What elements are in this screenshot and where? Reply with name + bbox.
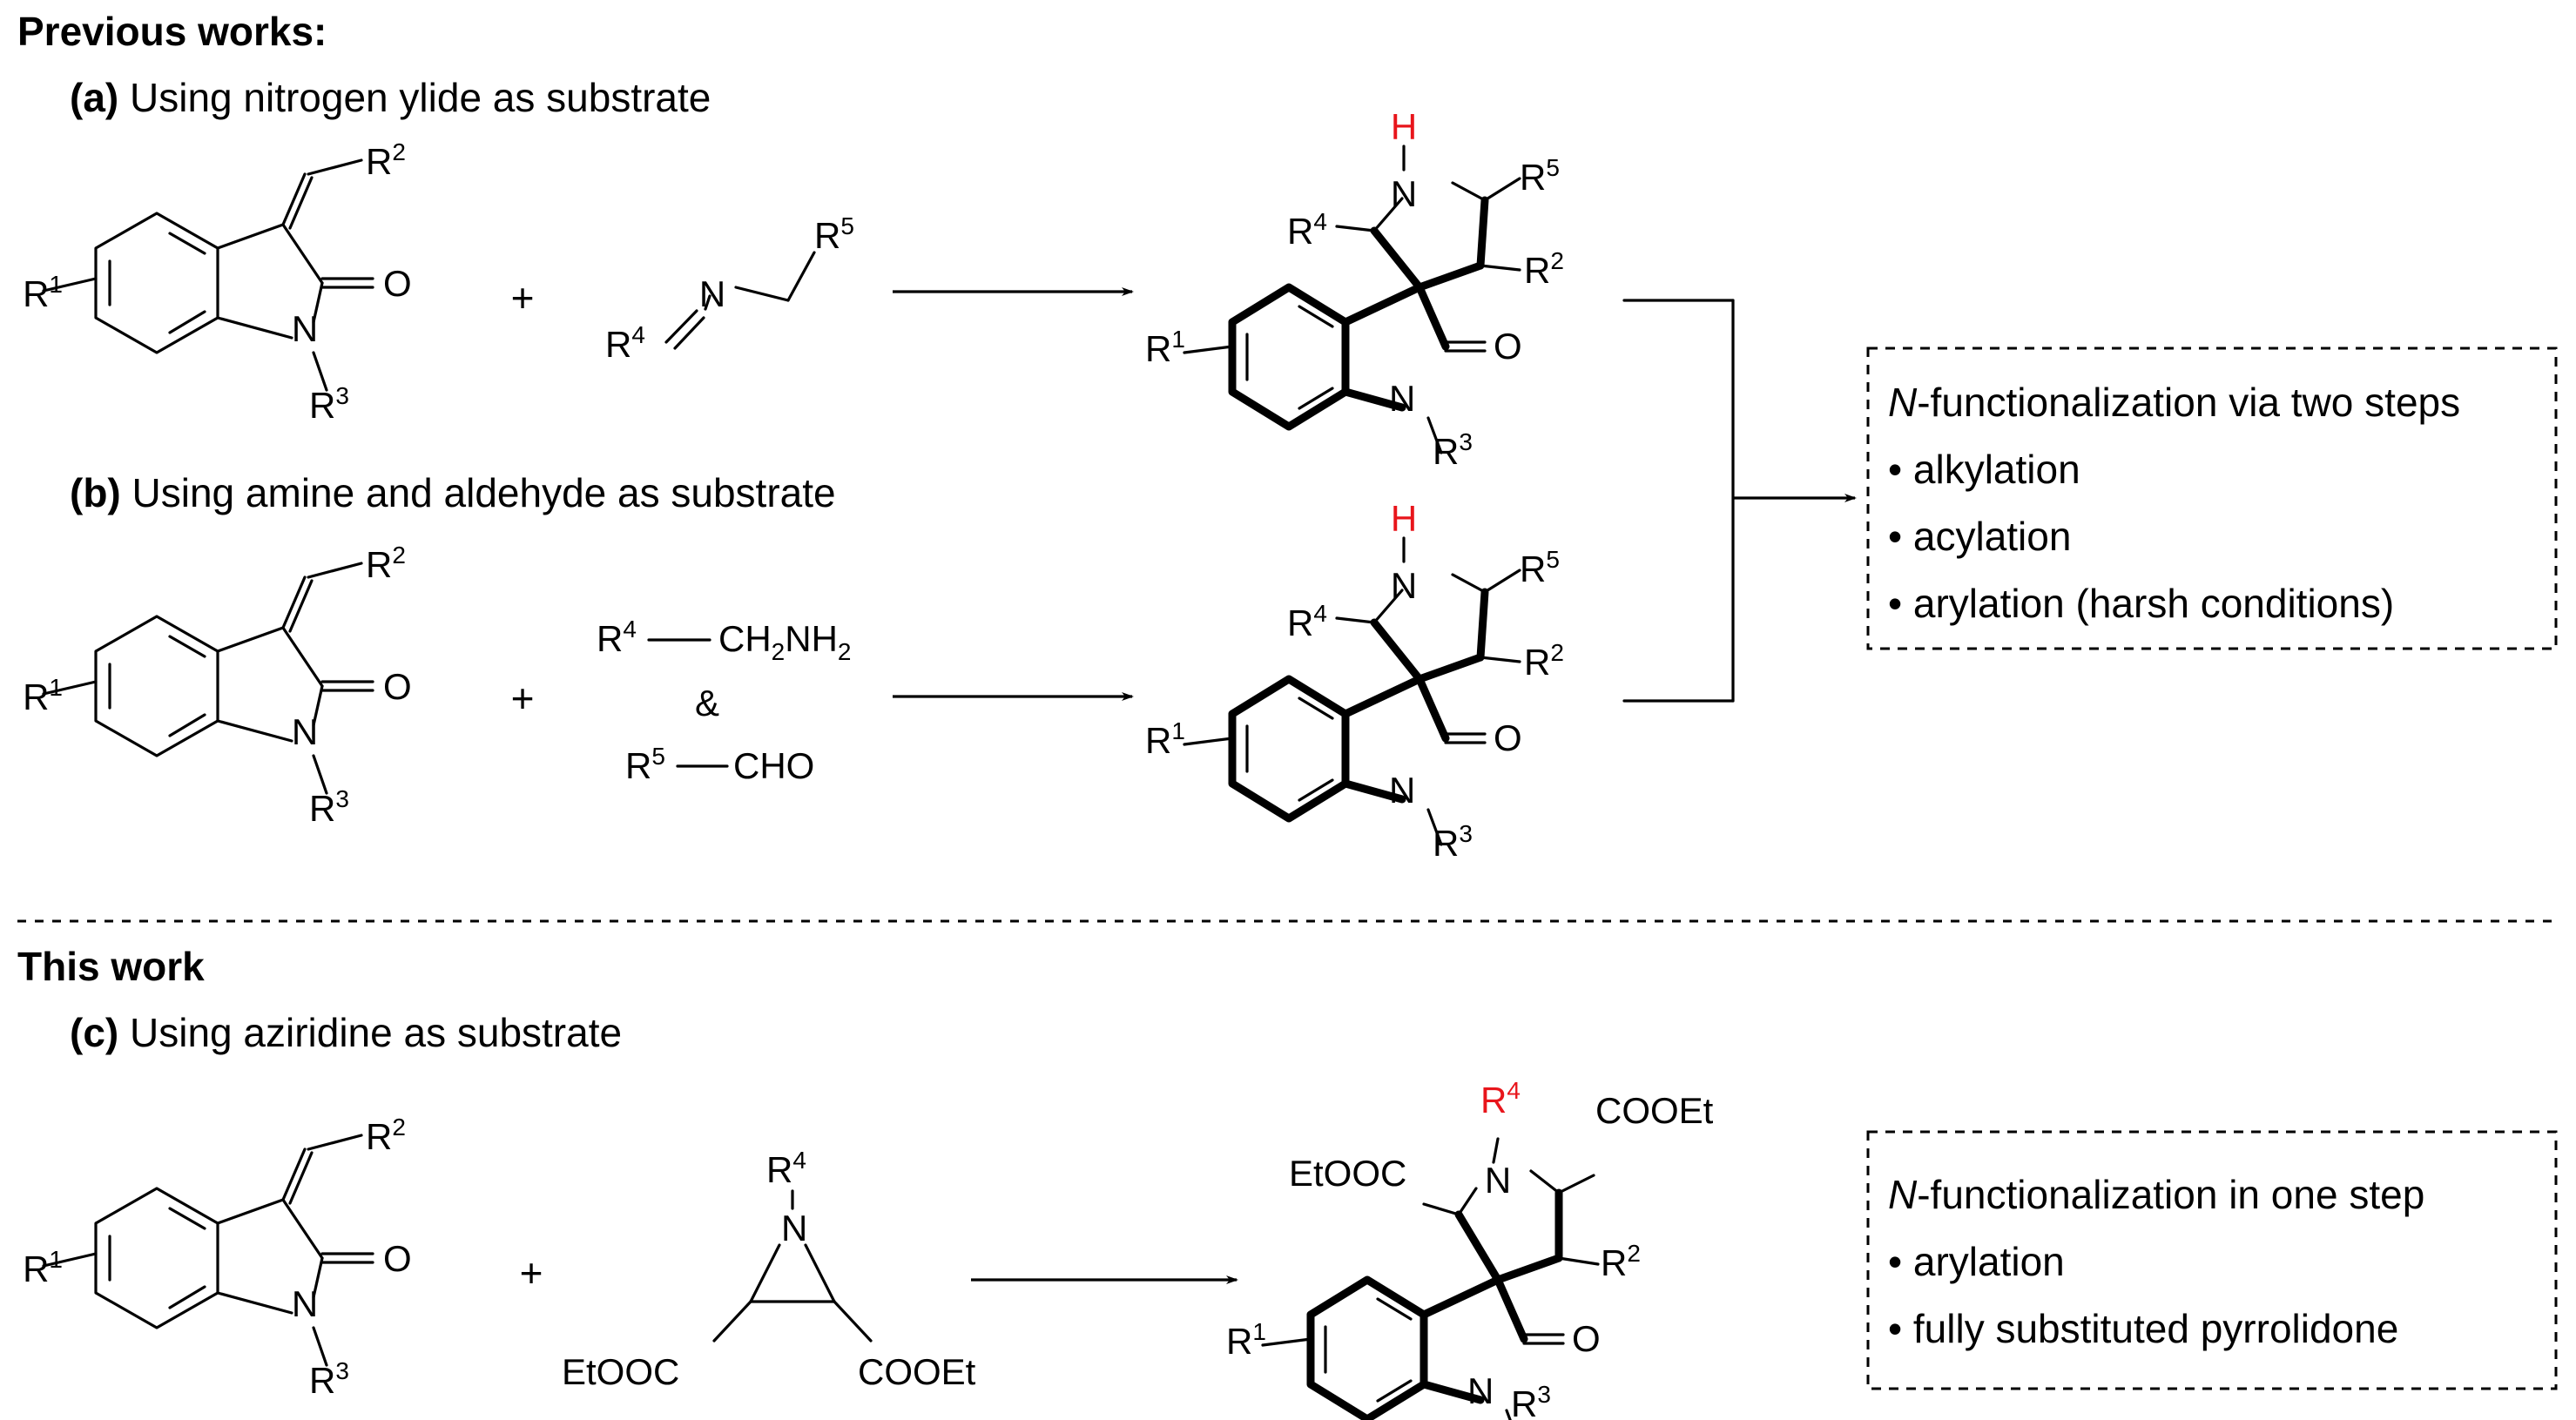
svg-text:R4: R4 xyxy=(1287,208,1327,252)
svg-text:R4: R4 xyxy=(766,1147,806,1190)
spiro-product-c: R1 O N R4 EtOOC COOEt R2 N R3 xyxy=(1226,1077,1714,1420)
svg-text:R5: R5 xyxy=(1520,546,1560,589)
svg-text:H: H xyxy=(1391,498,1417,539)
svg-text:R4: R4 xyxy=(597,616,637,659)
svg-text:N: N xyxy=(1485,1160,1511,1201)
svg-text:N: N xyxy=(1391,173,1417,214)
two-step-item: • arylation (harsh conditions) xyxy=(1888,581,2394,626)
svg-text:N: N xyxy=(1391,565,1417,606)
svg-text:N: N xyxy=(292,1283,318,1324)
svg-text:EtOOC: EtOOC xyxy=(1289,1153,1406,1194)
plus-sign-b: + xyxy=(511,676,535,721)
svg-text:R3: R3 xyxy=(1433,820,1473,864)
plus-sign-a: + xyxy=(511,275,535,320)
svg-text:R1: R1 xyxy=(1145,326,1185,369)
one-step-item: • fully substituted pyrrolidone xyxy=(1888,1306,2398,1351)
heading-this-work: This work xyxy=(17,944,205,989)
svg-text:N: N xyxy=(1389,770,1415,811)
two-step-title: N-functionalization via two steps xyxy=(1888,380,2460,425)
svg-text:R3: R3 xyxy=(1511,1381,1551,1420)
svg-text:N: N xyxy=(699,273,725,314)
svg-text:COOEt: COOEt xyxy=(1595,1090,1714,1131)
spiro-product-a: R1 O N H R4 R5 R2 N R3 xyxy=(1145,106,1564,472)
svg-text:R1: R1 xyxy=(1226,1318,1266,1362)
svg-text:R3: R3 xyxy=(309,382,349,426)
two-step-item: • acylation xyxy=(1888,514,2071,559)
svg-text:N: N xyxy=(1389,378,1415,419)
svg-text:R5: R5 xyxy=(1520,154,1560,198)
one-step-box: N-functionalization in one step • arylat… xyxy=(1866,1130,2558,1390)
svg-text:O: O xyxy=(1572,1318,1601,1359)
svg-text:R2: R2 xyxy=(366,1114,406,1157)
svg-text:R2: R2 xyxy=(366,138,406,182)
svg-text:R1: R1 xyxy=(1145,717,1185,761)
svg-text:CHO: CHO xyxy=(733,745,814,786)
svg-text:R2: R2 xyxy=(1524,247,1564,291)
oxindole-substrate-c: R1 O N R3 R2 xyxy=(23,1114,412,1401)
svg-text:R2: R2 xyxy=(366,542,406,585)
two-step-box: N-functionalization via two steps • alky… xyxy=(1866,347,2558,650)
svg-text:CH2NH2: CH2NH2 xyxy=(718,618,852,665)
oxindole-substrate-b: R1 O N R3 R2 xyxy=(23,542,412,829)
svg-text:R4: R4 xyxy=(1287,600,1327,643)
svg-text:R2: R2 xyxy=(1601,1240,1641,1283)
svg-text:H: H xyxy=(1391,106,1417,147)
two-step-item: • alkylation xyxy=(1888,447,2080,492)
route-b-label: (b) Using amine and aldehyde as substrat… xyxy=(70,470,836,515)
amine-aldehyde-reagents-b: R4 CH2NH2 & R5 CHO xyxy=(597,616,852,786)
svg-text:N: N xyxy=(292,711,318,752)
svg-text:R3: R3 xyxy=(1433,428,1473,472)
svg-text:R5: R5 xyxy=(814,212,854,256)
svg-text:O: O xyxy=(383,263,412,304)
svg-text:R4: R4 xyxy=(1480,1077,1521,1121)
heading-previous-works: Previous works: xyxy=(17,9,327,54)
svg-text:N: N xyxy=(292,308,318,349)
svg-text:R1: R1 xyxy=(23,674,63,717)
svg-text:R5: R5 xyxy=(625,743,665,786)
svg-text:O: O xyxy=(383,1238,412,1279)
svg-text:R1: R1 xyxy=(23,271,63,314)
svg-text:O: O xyxy=(1494,717,1522,758)
svg-text:R1: R1 xyxy=(23,1246,63,1289)
route-a-label: (a) Using nitrogen ylide as substrate xyxy=(70,75,711,120)
route-c-label: (c) Using aziridine as substrate xyxy=(70,1010,622,1055)
svg-text:N: N xyxy=(781,1208,807,1248)
svg-text:R3: R3 xyxy=(309,1357,349,1401)
oxindole-substrate-a: R1 O N R3 R2 xyxy=(23,138,412,426)
aziridine-reagent-c: R4 N EtOOC COOEt xyxy=(562,1147,976,1392)
svg-text:EtOOC: EtOOC xyxy=(562,1351,679,1392)
svg-text:O: O xyxy=(383,666,412,707)
svg-text:R4: R4 xyxy=(605,321,645,365)
one-step-title: N-functionalization in one step xyxy=(1888,1172,2424,1217)
spiro-product-b: R1 O N H R4 R5 R2 N R3 xyxy=(1145,498,1564,864)
merge-bracket xyxy=(1622,299,1857,703)
imine-reagent-a: N R4 R5 xyxy=(605,212,854,365)
plus-sign-c: + xyxy=(520,1250,543,1295)
svg-text:R3: R3 xyxy=(309,785,349,829)
svg-text:R2: R2 xyxy=(1524,639,1564,683)
one-step-item: • arylation xyxy=(1888,1239,2065,1284)
svg-text:COOEt: COOEt xyxy=(858,1351,976,1392)
svg-text:O: O xyxy=(1494,326,1522,367)
svg-text:&: & xyxy=(695,683,719,723)
svg-text:N: N xyxy=(1467,1370,1494,1411)
